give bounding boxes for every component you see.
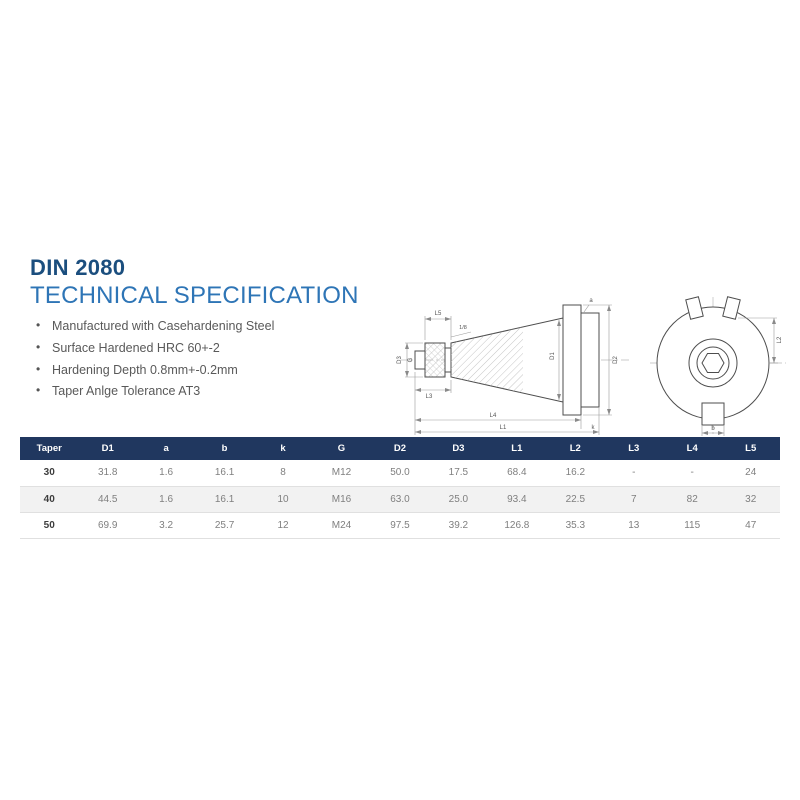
value-cell: 22.5	[546, 486, 605, 513]
column-header-taper: Taper	[20, 437, 79, 460]
front-view-part	[656, 296, 770, 426]
dim-label-l4: L4	[490, 413, 497, 419]
dim-label-d2: D2	[613, 356, 619, 364]
value-cell: 1.6	[136, 486, 196, 513]
column-header-l3: L3	[604, 437, 663, 460]
dim-label-taper-ratio: 1/8	[459, 325, 467, 331]
value-cell: 93.4	[487, 486, 547, 513]
value-cell: 3.2	[136, 512, 196, 539]
bullet-item: Hardening Depth 0.8mm+-0.2mm	[34, 363, 364, 378]
value-cell: 35.3	[546, 512, 605, 539]
value-cell: 68.4	[487, 460, 547, 487]
value-cell: 69.9	[78, 512, 137, 539]
column-header-b: b	[195, 437, 254, 460]
taper-cell: 50	[20, 512, 79, 539]
side-view-part	[414, 304, 600, 416]
dim-label-d1: D1	[550, 352, 556, 360]
dim-label-k: k	[592, 425, 596, 431]
taper-cell: 30	[20, 460, 79, 487]
front-view-drawing: L2 b	[650, 296, 786, 441]
bullet-item: Taper Anlge Tolerance AT3	[34, 384, 364, 399]
value-cell: 10	[253, 486, 313, 513]
front-view-labels: L2 b	[711, 336, 783, 432]
value-cell: 24	[721, 460, 780, 487]
dim-label-l3: L3	[426, 394, 433, 400]
side-view-labels: L5 1/8 D3 G L3 L4 L1 D1 D2 a k	[397, 298, 619, 431]
column-header-d1: D1	[78, 437, 137, 460]
page-subtitle: TECHNICAL SPECIFICATION	[30, 282, 359, 309]
value-cell: 39.2	[429, 512, 488, 539]
dim-label-b: b	[711, 426, 715, 432]
value-cell: 25.7	[195, 512, 254, 539]
value-cell: M16	[312, 486, 371, 513]
value-cell: 7	[604, 486, 663, 513]
column-header-g: G	[312, 437, 371, 460]
taper-cell: 40	[20, 486, 79, 513]
value-cell: 13	[604, 512, 663, 539]
dim-label-l5: L5	[435, 311, 442, 317]
value-cell: 50.0	[370, 460, 430, 487]
dim-label-g: G	[408, 357, 414, 362]
bullet-item: Surface Hardened HRC 60+-2	[34, 341, 364, 356]
value-cell: 32	[721, 486, 780, 513]
side-view-drawing: L5 1/8 D3 G L3 L4 L1 D1 D2 a k	[397, 298, 629, 435]
value-cell: 16.2	[546, 460, 605, 487]
value-cell: 16.1	[195, 486, 254, 513]
value-cell: 17.5	[429, 460, 488, 487]
value-cell: 82	[662, 486, 722, 513]
column-header-l5: L5	[721, 437, 780, 460]
value-cell: 12	[253, 512, 313, 539]
dim-label-l2: L2	[777, 336, 783, 343]
value-cell: 8	[253, 460, 313, 487]
value-cell: 16.1	[195, 460, 254, 487]
value-cell: 1.6	[136, 460, 196, 487]
value-cell: M12	[312, 460, 371, 487]
value-cell: 44.5	[78, 486, 137, 513]
column-header-a: a	[136, 437, 196, 460]
spec-bullet-list: Manufactured with Casehardening Steel Su…	[34, 319, 364, 407]
column-header-l2: L2	[546, 437, 605, 460]
front-view-dimension-lines	[701, 317, 778, 436]
dim-label-a: a	[589, 298, 593, 304]
page-title: DIN 2080	[30, 255, 126, 280]
column-header-k: k	[253, 437, 313, 460]
value-cell: 97.5	[370, 512, 430, 539]
dim-label-l1: L1	[500, 425, 507, 431]
value-cell: 31.8	[78, 460, 137, 487]
value-cell: -	[604, 460, 663, 487]
column-header-l4: L4	[662, 437, 722, 460]
value-cell: 126.8	[487, 512, 547, 539]
bullet-item: Manufactured with Casehardening Steel	[34, 319, 364, 334]
value-cell: 47	[721, 512, 780, 539]
value-cell: 25.0	[429, 486, 488, 513]
value-cell: 115	[662, 512, 722, 539]
side-view-dimension-lines	[405, 304, 612, 435]
column-header-d2: D2	[370, 437, 430, 460]
value-cell: 63.0	[370, 486, 430, 513]
value-cell: M24	[312, 512, 371, 539]
column-header-l1: L1	[487, 437, 547, 460]
dim-label-d3: D3	[397, 356, 403, 364]
column-header-d3: D3	[429, 437, 488, 460]
value-cell: -	[662, 460, 722, 487]
